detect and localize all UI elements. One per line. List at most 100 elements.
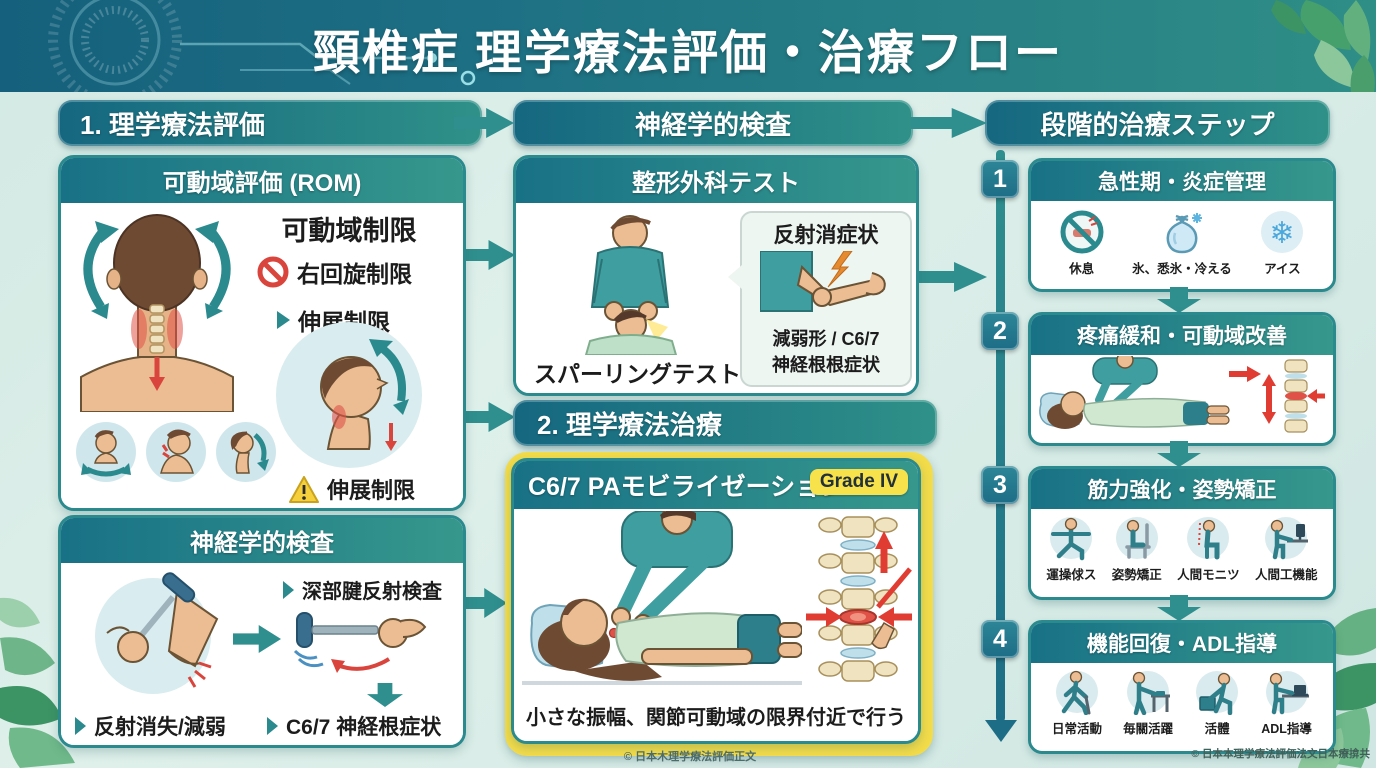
step-down-arrow-1 bbox=[1157, 287, 1201, 313]
ice-bag-icon bbox=[1166, 213, 1202, 254]
step1-number: 1 bbox=[981, 160, 1019, 198]
lifting-activity-icon bbox=[1196, 671, 1239, 715]
callout-line2: 神経根根症状 bbox=[772, 355, 880, 375]
rom-restriction-heading: 可動域制限 bbox=[281, 216, 417, 246]
block-arrow-down-icon bbox=[367, 683, 403, 707]
connector-arrow-ortho-to-steps bbox=[916, 262, 987, 292]
cervical-spine-diagram bbox=[806, 516, 912, 682]
step1-title: 急性期・炎症管理 bbox=[1098, 171, 1266, 194]
step-down-arrow-3 bbox=[1157, 595, 1201, 621]
block-arrow-right-icon bbox=[233, 625, 281, 653]
adl-training-label: ADL指導 bbox=[1261, 722, 1312, 736]
spurling-test-label: スパーリングテスト bbox=[534, 361, 741, 387]
leaf-decoration-top-right bbox=[1271, 0, 1375, 92]
step3-title: 筋力強化・姿勢矯正 bbox=[1087, 479, 1277, 502]
adl-training-icon bbox=[1265, 671, 1309, 715]
posture-label: 姿勢矯正 bbox=[1111, 568, 1162, 582]
triangle-bullet-icon bbox=[283, 580, 294, 599]
connector-arrow-1 bbox=[454, 108, 514, 138]
step-flow-arrowhead-icon bbox=[985, 720, 1017, 742]
posture-monitor-icon bbox=[1187, 517, 1230, 560]
triangle-bullet-icon bbox=[75, 717, 86, 735]
arm-pain-illustration bbox=[760, 251, 886, 312]
mobilization-panel: C6/7 PAモビライゼーション Grade IV bbox=[511, 458, 921, 744]
exercise-label: 運操俅ス bbox=[1046, 568, 1097, 582]
callout-line1: 減弱形 / C6/7 bbox=[772, 329, 880, 349]
ergonomics-label: 人間工機能 bbox=[1255, 568, 1318, 582]
page-title: 頸椎症 理学療法評価・治療フロー bbox=[312, 26, 1064, 79]
footer-credit-right: © 日本本理学療法評価法文日本療揜共 bbox=[1191, 748, 1370, 760]
section1-header-label: 1. 理学療法評価 bbox=[80, 109, 265, 140]
deep-tendon-reflex-label: 深部腱反射検査 bbox=[302, 581, 442, 603]
pa-mobilization-illustration bbox=[522, 511, 802, 685]
spurling-test-illustration bbox=[584, 215, 678, 355]
rest-prohibition-icon bbox=[1060, 210, 1104, 254]
grade-badge: Grade IV bbox=[809, 469, 908, 495]
title-banner: 頸椎症 理学療法評価・治療フロー bbox=[0, 0, 1376, 92]
reflex-hammer-swing-illustration bbox=[293, 612, 427, 673]
stretch-exercise-icon bbox=[1050, 517, 1093, 561]
reflex-hammer-elbow-illustration bbox=[95, 572, 219, 694]
task-activity-label: 毎關活躍 bbox=[1123, 722, 1174, 736]
reflex-symptom-callout: 反射消症状 減弱形 / C6/7 神経根根症状 bbox=[728, 211, 912, 387]
mobilization-caption: 小さな振幅、関節可動域の限界付近で行う bbox=[526, 707, 906, 729]
step2-title: 疼痛緩和・可動域改善 bbox=[1077, 325, 1287, 348]
reflex-loss-label: 反射消失/減弱 bbox=[94, 716, 226, 739]
snowflake-icon: ❄ bbox=[1261, 211, 1304, 253]
monitor-label: 人間モニツ bbox=[1177, 568, 1240, 582]
svg-text:❄: ❄ bbox=[1270, 217, 1295, 250]
rotation-mini-icon bbox=[76, 422, 136, 482]
section2-header-label: 2. 理学療法治療 bbox=[537, 409, 722, 440]
rom-panel-header-label: 可動域評価 (ROM) bbox=[162, 170, 362, 197]
prohibition-icon bbox=[257, 256, 289, 288]
mobilization-panel-header-label: C6/7 PAモビライゼーション bbox=[528, 473, 846, 501]
treatment-steps-header-label: 段階的治療ステップ bbox=[1040, 109, 1275, 140]
rom-restriction1-label: 右回旋制限 bbox=[297, 261, 412, 287]
leaf-decoration-bottom-left bbox=[0, 597, 75, 768]
mobilization-highlight-frame: C6/7 PAモビライゼーション Grade IV bbox=[505, 452, 933, 756]
step2-number: 2 bbox=[981, 312, 1019, 350]
lifting-activity-label: 活體 bbox=[1204, 722, 1230, 736]
rom-panel-header: 可動域評価 (ROM) bbox=[61, 158, 463, 203]
connector-arrow-rom-to-ortho bbox=[458, 240, 515, 270]
posture-correction-icon bbox=[1115, 517, 1158, 559]
rom-warning-label: 伸展制限 bbox=[327, 478, 416, 503]
step-down-arrow-2 bbox=[1157, 441, 1201, 467]
connector-arrow-neuro-to-mob bbox=[458, 588, 507, 618]
triangle-bullet-icon bbox=[277, 311, 290, 329]
step4-card: 機能回復・ADL指導 日常活動 bbox=[1028, 620, 1336, 754]
treatment-steps-header-pill: 段階的治療ステップ bbox=[985, 100, 1330, 146]
step3-number: 3 bbox=[981, 466, 1019, 504]
ortho-test-panel-header: 整形外科テスト bbox=[516, 158, 916, 203]
ortho-test-panel-header-label: 整形外科テスト bbox=[632, 170, 800, 197]
callout-title: 反射消症状 bbox=[773, 224, 879, 247]
step3-card: 筋力強化・姿勢矯正 運操俅ス bbox=[1028, 466, 1336, 600]
triangle-bullet-icon bbox=[267, 717, 278, 735]
connector-arrow-2 bbox=[911, 108, 987, 138]
step1-card: 急性期・炎症管理 休息 bbox=[1028, 158, 1336, 292]
neuro-exam-panel-header-label: 神経学的検査 bbox=[190, 530, 334, 557]
ice-label: 氷、悉氷・冷える bbox=[1132, 262, 1232, 276]
neuro-exam-header-label: 神経学的検査 bbox=[634, 109, 791, 140]
warning-triangle-icon bbox=[289, 475, 319, 503]
manual-therapy-mini-illustration bbox=[1039, 356, 1325, 433]
step4-number: 4 bbox=[981, 620, 1019, 658]
task-activity-icon bbox=[1127, 671, 1171, 715]
connector-arrow-to-treatment bbox=[458, 402, 515, 432]
circuit-pattern-decoration bbox=[48, 0, 476, 92]
neck-pain-mini-icon bbox=[146, 422, 206, 482]
neuro-exam-header-pill: 神経学的検査 bbox=[513, 100, 913, 146]
daily-activity-label: 日常活動 bbox=[1052, 722, 1103, 736]
extension-mini-icon bbox=[216, 422, 276, 482]
step-flow-line bbox=[996, 150, 1005, 722]
rest-label: 休息 bbox=[1069, 262, 1095, 276]
section2-header-pill: 2. 理学療法治療 bbox=[513, 400, 937, 446]
step4-title: 機能回復・ADL指導 bbox=[1086, 633, 1278, 656]
daily-activity-icon bbox=[1056, 670, 1099, 715]
head-extension-illustration bbox=[276, 322, 422, 468]
neuro-exam-panel: 神経学的検査 深部腱反射検査 bbox=[58, 515, 466, 748]
footer-credit-center: © 日本木理学療法評価正文 bbox=[623, 751, 757, 763]
step2-card: 疼痛緩和・可動域改善 bbox=[1028, 312, 1336, 446]
neck-rom-illustration bbox=[80, 214, 234, 412]
